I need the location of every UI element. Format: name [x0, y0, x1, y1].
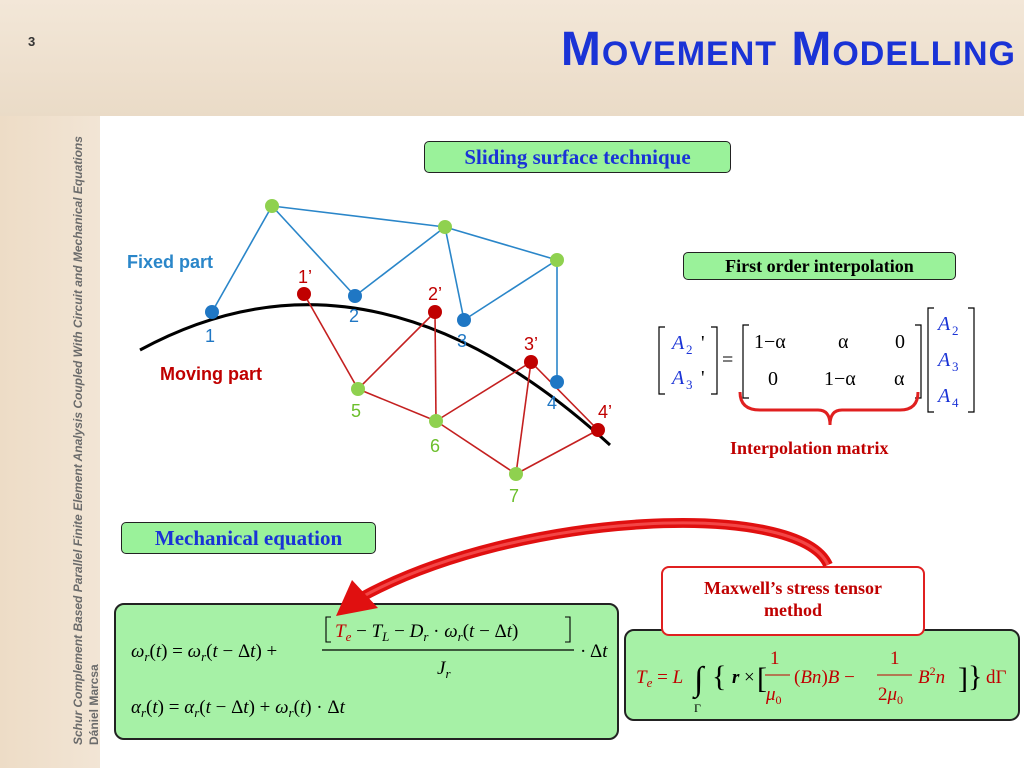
maxwell-equation: Te = L ∫ Γ { r × [ 1 μ0 (Bn)B − 1 2μ0 B2… [636, 648, 1007, 715]
page-number: 3 [28, 34, 36, 49]
svg-text:×: × [744, 667, 755, 688]
node-label-2p: 2’ [428, 284, 442, 304]
svg-text:3: 3 [686, 377, 693, 392]
svg-text:': ' [701, 332, 705, 354]
svg-text:1−α: 1−α [824, 368, 856, 390]
svg-text:Jr: Jr [437, 658, 451, 681]
sliding-surface-arc [139, 303, 612, 447]
svg-text:1: 1 [770, 648, 780, 669]
node-label-6: 6 [430, 436, 440, 456]
node-label-7: 7 [509, 486, 519, 506]
svg-text:A: A [670, 332, 685, 354]
node-free-right [550, 253, 564, 267]
node-5 [351, 382, 365, 396]
page-title: Movement Modelling [560, 23, 1016, 76]
node-2 [348, 289, 362, 303]
technique-label: Sliding surface technique [424, 141, 731, 173]
svg-text:=: = [722, 349, 733, 371]
node-labels: 1 2 3 4 1’ 2’ 3’ 4’ 5 6 7 [205, 267, 612, 506]
svg-text:A: A [936, 313, 951, 335]
maxwell-label: Maxwell’s stress tensor method [661, 566, 925, 636]
maxwell-equation-box [624, 629, 1020, 721]
svg-text:A: A [936, 349, 951, 371]
svg-text:2: 2 [686, 342, 693, 357]
svg-text:}: } [968, 660, 982, 693]
torque-arrow [357, 518, 833, 603]
node-3 [457, 313, 471, 327]
matrix-label: Interpolation matrix [730, 438, 888, 458]
node-label-1: 1 [205, 326, 215, 346]
moving-part-label: Moving part [160, 364, 262, 384]
svg-text:Te − TL − Dr · ωr(t − Δt): Te − TL − Dr · ωr(t − Δt) [335, 621, 518, 644]
node-4 [550, 375, 564, 389]
matrix-underbrace [738, 391, 920, 426]
svg-text:ωr(t) = ωr(t − Δt) +: ωr(t) = ωr(t − Δt) + [131, 641, 277, 664]
node-3p [524, 355, 538, 369]
node-label-2: 2 [349, 306, 359, 326]
mechanical-equation-box [114, 603, 619, 740]
svg-text:4: 4 [952, 395, 959, 410]
svg-text:α: α [894, 368, 905, 390]
node-label-3p: 3’ [524, 334, 538, 354]
svg-text:μ0: μ0 [765, 684, 782, 707]
svg-text:∫: ∫ [692, 661, 706, 700]
svg-text:]: ] [958, 662, 968, 695]
node-label-3: 3 [457, 331, 467, 351]
node-label-4: 4 [547, 393, 557, 413]
svg-text:0: 0 [768, 368, 778, 390]
moving-mesh [303, 293, 599, 475]
slide-sidebar [0, 116, 100, 768]
node-label-4p: 4’ [598, 402, 612, 422]
node-1 [205, 305, 219, 319]
svg-text:[: [ [757, 662, 767, 695]
svg-text:α: α [838, 331, 849, 353]
fixed-mesh [211, 205, 558, 382]
fixed-part-label: Fixed part [127, 252, 213, 272]
svg-text:A: A [670, 367, 685, 389]
svg-text:3: 3 [952, 359, 959, 374]
node-2p [428, 305, 442, 319]
svg-text:2μ0: 2μ0 [878, 684, 903, 707]
node-7 [509, 467, 523, 481]
interpolation-label: First order interpolation [683, 252, 956, 280]
svg-text:αr(t) = αr(t − Δt) + ωr(t) · Δ: αr(t) = αr(t − Δt) + ωr(t) · Δt [131, 697, 346, 720]
node-label-1p: 1’ [298, 267, 312, 287]
svg-text:r: r [732, 667, 740, 688]
svg-text:B2n: B2n [918, 664, 945, 688]
mesh-nodes [205, 199, 605, 481]
maxwell-label-line2: method [764, 600, 822, 620]
svg-text:1: 1 [890, 648, 900, 669]
mechanical-equations: ωr(t) = ωr(t − Δt) + Te − TL − Dr · ωr(t… [131, 616, 608, 720]
node-label-5: 5 [351, 401, 361, 421]
svg-text:dΓ: dΓ [986, 667, 1007, 688]
svg-text:Te = L: Te = L [636, 667, 683, 690]
svg-text:2: 2 [952, 323, 959, 338]
node-4p [591, 423, 605, 437]
svg-text:1−α: 1−α [754, 331, 786, 353]
mechanical-label: Mechanical equation [121, 522, 376, 554]
svg-text:0: 0 [895, 331, 905, 353]
node-free-mid [438, 220, 452, 234]
node-1p [297, 287, 311, 301]
svg-text:{: { [712, 660, 726, 693]
torque-arrow-head [336, 580, 378, 616]
maxwell-label-line1: Maxwell’s stress tensor [704, 578, 882, 598]
svg-text:Γ: Γ [694, 701, 701, 715]
svg-text:(Bn)B −: (Bn)B − [794, 667, 855, 688]
node-free-top [265, 199, 279, 213]
svg-text:': ' [701, 367, 705, 389]
svg-text:· Δt: · Δt [580, 641, 608, 662]
node-6 [429, 414, 443, 428]
slide-header [0, 0, 1024, 116]
svg-text:A: A [936, 385, 951, 407]
